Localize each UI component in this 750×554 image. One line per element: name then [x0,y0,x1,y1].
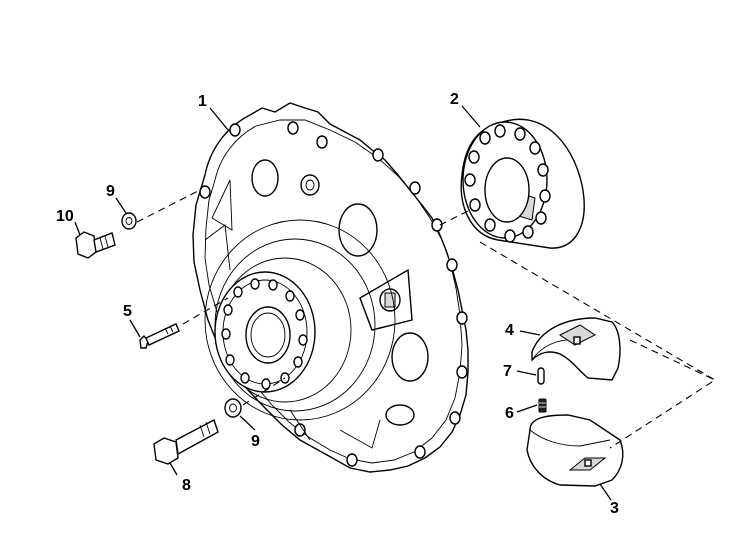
callout-1: 1 [198,93,207,110]
callout-9-upper: 9 [106,183,115,200]
set-screw-part-6 [538,398,547,413]
callout-labels: 1 2 3 4 5 6 7 8 9 9 10 [56,91,619,517]
callout-5: 5 [123,303,132,320]
callout-7: 7 [503,363,512,380]
callout-2: 2 [450,91,459,108]
callout-10: 10 [56,208,74,225]
washer-part-9-lower [224,398,242,418]
lower-shell-part-3 [526,414,624,487]
callout-4: 4 [505,322,514,339]
assembly-lines [136,189,717,449]
housing-part-1 [192,102,469,473]
ring-bolt-holes [464,124,551,243]
callout-3: 3 [610,500,619,517]
washer-part-9-upper [121,212,137,230]
ring-part-2 [460,118,585,249]
upper-shell-part-4 [531,317,621,381]
dowel-pin-part-7 [537,367,545,385]
callout-8: 8 [182,477,191,494]
hex-bolt-part-10 [75,231,116,259]
long-bolt-part-8 [153,418,219,465]
leader-lines [74,105,612,501]
callout-9-lower: 9 [251,433,260,450]
stud-bolt-part-5 [139,323,180,349]
callout-6: 6 [505,405,514,422]
